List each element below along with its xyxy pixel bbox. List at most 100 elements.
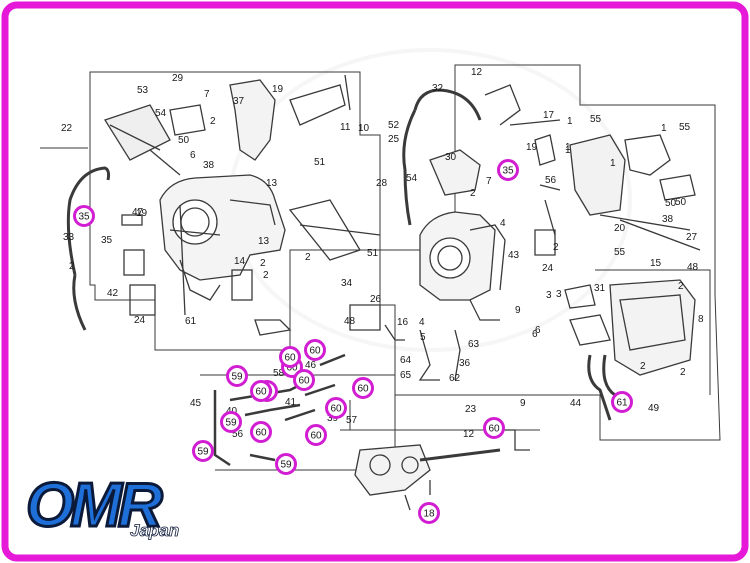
part-number-label: 43 — [508, 250, 520, 261]
logo-sub-text: Japan — [130, 521, 179, 540]
part-number-label: 2 — [69, 261, 75, 272]
highlight-callout: 59 — [220, 411, 242, 433]
highlight-number: 60 — [309, 346, 321, 357]
highlight-ring — [352, 377, 374, 399]
highlight-ring — [226, 365, 248, 387]
logo-background — [20, 468, 215, 543]
highlight-number: 59 — [225, 418, 237, 429]
highlight-number: 60 — [310, 431, 322, 442]
part-number-label: 1 — [567, 116, 573, 127]
part-number-label: 54 — [406, 173, 418, 184]
part-number-label: 54 — [155, 108, 167, 119]
part-number-label: 49 — [648, 403, 660, 414]
part-number-label: 55 — [679, 122, 691, 133]
part-number-label: 25 — [388, 134, 400, 145]
part-number-label: 51 — [367, 248, 379, 259]
left-carburetor — [66, 74, 381, 336]
highlight-callout: 18 — [418, 502, 440, 524]
highlight-callout: 60 — [325, 397, 347, 419]
highlight-ring — [192, 440, 214, 462]
part-number-label: 3 — [556, 289, 562, 300]
part-number-label: 65 — [400, 370, 412, 381]
part-number-label: 35 — [101, 235, 113, 246]
highlight-number: 35 — [502, 166, 514, 177]
part-number-label: 52 — [388, 120, 400, 131]
part-number-label: 23 — [465, 404, 477, 415]
part-number-label: 56 — [232, 429, 244, 440]
highlight-ring — [305, 424, 327, 446]
part-number-label: 38 — [662, 214, 674, 225]
highlight-number: 59 — [280, 460, 292, 471]
part-number-label: 2 — [260, 258, 266, 269]
part-number-label: 2 — [305, 252, 311, 263]
highlight-callout: 60 — [293, 369, 315, 391]
part-number-label: 50 — [178, 135, 190, 146]
part-number-label: 15 — [650, 258, 662, 269]
part-number-label: 12 — [463, 429, 475, 440]
part-number-label: 57 — [346, 415, 358, 426]
highlight-number: 60 — [286, 363, 298, 374]
highlight-ring — [325, 397, 347, 419]
logo-main-text: OMR — [26, 471, 163, 540]
highlight-callout: 35 — [73, 205, 95, 227]
part-number-label: 2 — [470, 188, 476, 199]
part-number-label: 19 — [526, 142, 538, 153]
highlight-ring — [304, 339, 326, 361]
highlight-callout: 60 — [250, 380, 272, 402]
part-number-label: 55 — [614, 247, 626, 258]
part-number-label: 7 — [486, 176, 492, 187]
part-number-label: 14 — [234, 256, 246, 267]
highlight-callout: 60 — [304, 339, 326, 361]
highlight-number: 60 — [284, 353, 296, 364]
part-number-label: 63 — [468, 339, 480, 350]
highlight-callout: 60 — [250, 421, 272, 443]
highlight-number: 60 — [255, 387, 267, 398]
omr-japan-logo: OMR Japan — [20, 468, 215, 543]
part-number-label: 50 — [675, 197, 687, 208]
part-number-label: 2 — [553, 242, 559, 253]
highlight-callout: 60 — [483, 417, 505, 439]
part-number-label: 1 — [610, 158, 616, 169]
part-number-label: 58 — [273, 368, 285, 379]
part-number-label: 13 — [266, 178, 278, 189]
highlight-callout: 60 — [305, 424, 327, 446]
part-number-label: 5 — [420, 332, 426, 343]
part-number-label: 19 — [272, 84, 284, 95]
part-number-label: 24 — [542, 263, 554, 274]
highlight-number: 35 — [78, 212, 90, 223]
part-number-label: 8 — [698, 314, 704, 325]
highlight-ring — [275, 453, 297, 475]
part-number-label: 6 — [532, 329, 538, 340]
highlight-callout: 59 — [226, 365, 248, 387]
part-number-label: 2 — [680, 367, 686, 378]
part-number-label: 48 — [687, 262, 699, 273]
part-number-label: 56 — [545, 175, 557, 186]
highlight-number: 60 — [255, 428, 267, 439]
right-carburetor — [213, 84, 701, 511]
part-number-label: 48 — [344, 316, 356, 327]
part-number-label: 50 — [665, 198, 677, 209]
highlight-number: 61 — [616, 398, 628, 409]
part-number-label: 29 — [172, 73, 184, 84]
highlight-ring — [279, 346, 301, 368]
part-number-label: 7 — [204, 89, 210, 100]
part-number-label: 27 — [686, 232, 698, 243]
part-number-label: 45 — [190, 398, 202, 409]
part-number-label: 1 — [565, 145, 571, 156]
part-number-label: 20 — [614, 223, 626, 234]
part-number-label: 47 — [132, 207, 144, 218]
highlight-ring — [483, 417, 505, 439]
part-number-label: 62 — [449, 373, 461, 384]
part-number-label: 38 — [203, 160, 215, 171]
part-number-label: 44 — [570, 398, 582, 409]
highlight-callout: 59 — [192, 440, 214, 462]
part-number-label: 4 — [500, 218, 506, 229]
part-number-label: 9 — [520, 398, 526, 409]
part-number-label: 30 — [445, 152, 457, 163]
part-number-label: 19 — [136, 208, 148, 219]
highlight-ring — [418, 502, 440, 524]
part-number-label: 17 — [543, 110, 555, 121]
